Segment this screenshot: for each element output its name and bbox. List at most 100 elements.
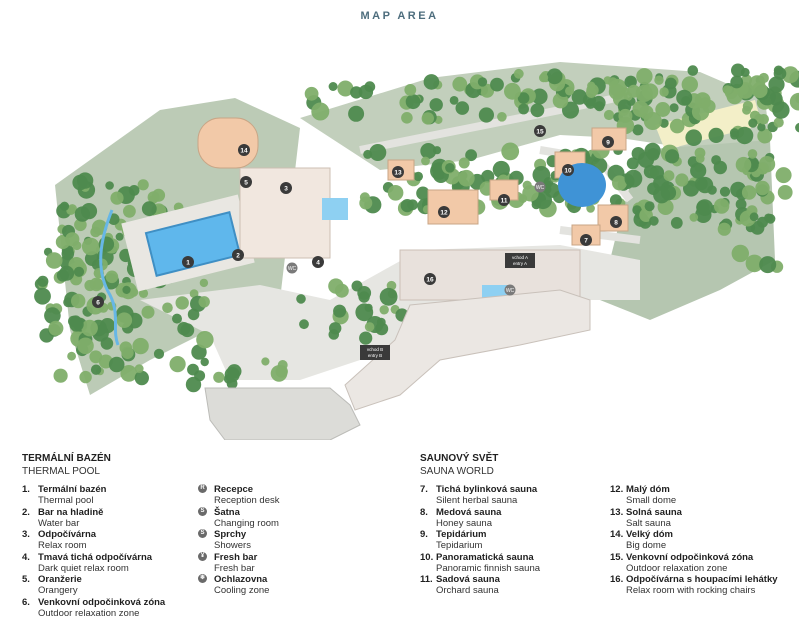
map-marker-6[interactable]: 6 — [92, 296, 104, 308]
svg-text:4: 4 — [316, 260, 320, 267]
tree — [65, 232, 80, 247]
svg-text:7: 7 — [584, 238, 588, 245]
tree — [333, 304, 347, 318]
tree — [198, 296, 210, 308]
tree — [37, 275, 49, 287]
legend-name-en: Showers — [214, 540, 251, 551]
legend-number: 4. — [22, 551, 30, 563]
tree — [643, 112, 662, 130]
svg-text:15: 15 — [536, 129, 544, 136]
tree — [357, 286, 372, 300]
legend-name-en: Cooling zone — [214, 585, 270, 596]
tree — [755, 180, 770, 196]
tree — [772, 101, 790, 119]
map-marker-9[interactable]: 9 — [602, 136, 614, 148]
tree — [532, 166, 551, 184]
tree — [134, 364, 144, 373]
legend-number: 9. — [420, 529, 428, 540]
tree — [641, 83, 659, 100]
legend-name-en: Honey sauna — [436, 517, 492, 529]
tree — [773, 117, 784, 128]
tree — [458, 169, 475, 187]
legend-name-en: Water bar — [38, 517, 80, 529]
tree — [405, 94, 421, 110]
map-marker-10[interactable]: 10 — [562, 164, 574, 176]
map-marker-13[interactable]: 13 — [392, 166, 404, 178]
legend-name-cz: Oranžerie — [38, 574, 82, 585]
tree — [63, 297, 73, 308]
map-marker-8[interactable]: 8 — [610, 216, 622, 228]
map-marker-7[interactable]: 7 — [580, 234, 592, 246]
map-marker-2[interactable]: 2 — [232, 249, 244, 261]
tree — [618, 108, 633, 123]
legend-name-cz: Venkovní odpočinková zóna — [626, 551, 754, 563]
svg-text:vchod B: vchod B — [367, 347, 383, 352]
tree — [44, 307, 61, 324]
map-marker-4[interactable]: 4 — [312, 256, 324, 268]
svg-text:16: 16 — [426, 277, 434, 284]
tree — [200, 357, 209, 367]
tree — [180, 323, 195, 338]
tree — [261, 357, 270, 366]
reception-icon: R — [198, 484, 207, 493]
legend-name-en: Dark quiet relax room — [38, 562, 129, 574]
legend-name-cz: Solná sauna — [626, 506, 682, 518]
tree — [748, 118, 758, 128]
tree — [421, 156, 430, 166]
tree — [115, 232, 124, 241]
tree — [724, 86, 738, 99]
legend-name-en: Orchard sauna — [436, 585, 499, 596]
tree — [59, 201, 70, 211]
svg-text:1: 1 — [186, 260, 190, 267]
map-marker-11[interactable]: 11 — [498, 194, 510, 206]
tree — [695, 154, 705, 164]
tree — [452, 76, 468, 92]
tree — [649, 165, 665, 180]
tree — [90, 364, 102, 375]
tree — [490, 77, 504, 92]
tree — [730, 131, 739, 140]
wc-marker[interactable]: WC — [504, 284, 516, 296]
map-marker-12[interactable]: 12 — [438, 206, 450, 218]
tree — [92, 278, 104, 290]
tree — [690, 162, 707, 179]
tree — [691, 103, 710, 121]
map-marker-3[interactable]: 3 — [280, 182, 292, 194]
wc-marker[interactable]: WC — [286, 262, 298, 274]
tree — [747, 149, 758, 159]
tree — [455, 101, 470, 115]
tree — [480, 83, 495, 98]
tree — [81, 319, 98, 337]
tree — [120, 365, 138, 382]
tree — [492, 160, 510, 179]
tree — [730, 75, 744, 89]
map-marker-16[interactable]: 16 — [424, 273, 436, 285]
map-marker-5[interactable]: 5 — [240, 176, 252, 188]
legend-name-en: Panoramic finnish sauna — [436, 562, 541, 574]
legend-name-en: Relax room with rocking chairs — [626, 585, 756, 596]
thermal-pool[interactable] — [144, 211, 242, 277]
map-marker-15[interactable]: 15 — [534, 125, 546, 137]
wc-marker[interactable]: WC — [534, 181, 546, 193]
tree — [99, 318, 116, 334]
svg-text:WC: WC — [288, 266, 297, 272]
tree — [612, 175, 627, 191]
svg-text:vchod A: vchod A — [512, 255, 528, 260]
legend-number: 11. — [420, 574, 433, 585]
map-marker-14[interactable]: 14 — [238, 144, 250, 156]
legend-number: 15. — [610, 551, 624, 563]
map-marker-1[interactable]: 1 — [182, 256, 194, 268]
tree — [379, 305, 389, 315]
